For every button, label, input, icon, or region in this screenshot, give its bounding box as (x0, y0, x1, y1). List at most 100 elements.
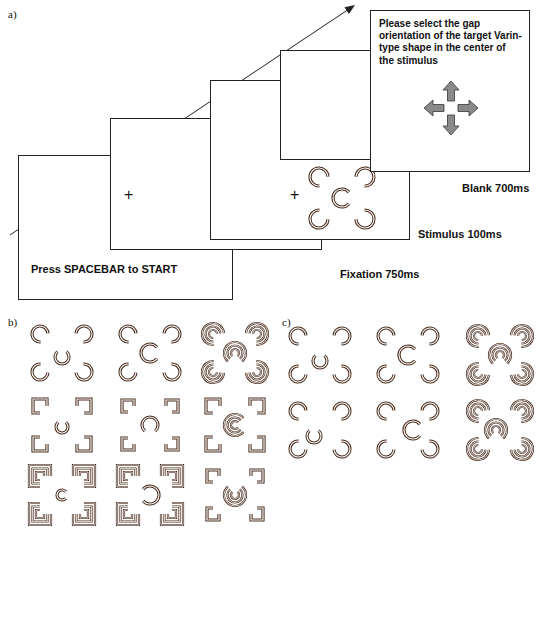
inducer-core (122, 400, 134, 412)
inducer-core (250, 327, 265, 342)
inducer-core (474, 332, 482, 340)
inducer-core (515, 441, 530, 456)
inducer-core (168, 472, 176, 480)
stimulus-grid-c (290, 325, 533, 460)
inducer-outline (36, 510, 44, 518)
inducer-core (141, 344, 157, 362)
inducer-core (165, 507, 180, 522)
inducer-outline (122, 438, 134, 450)
inducer-outline (122, 400, 134, 412)
label-holder: c) (282, 312, 291, 330)
inducer-core (511, 363, 533, 385)
inducer-core (224, 414, 243, 436)
inducer-core (467, 325, 489, 347)
inducer-outline (77, 469, 92, 484)
inducer-outline (228, 346, 243, 359)
panel-label: b) (8, 316, 17, 328)
inducer-core (207, 470, 219, 482)
inducer-core (378, 366, 394, 382)
inducer-outline (77, 507, 92, 522)
inducer-outline (124, 510, 132, 518)
inducer-outline (290, 403, 306, 419)
inducer-core (251, 470, 263, 482)
inducer-core (120, 364, 136, 380)
inducer-core (356, 210, 374, 228)
inducer-outline (207, 508, 219, 520)
inducer-core (290, 366, 306, 382)
inducer-outline (378, 441, 394, 457)
inducer-outline (164, 326, 180, 342)
inducer-outline (511, 438, 533, 460)
inducer-core (488, 423, 503, 436)
inducer-core (228, 489, 243, 502)
inducer-core (518, 332, 526, 340)
inducer-core (333, 189, 349, 207)
inducer-outline (202, 361, 224, 383)
inducer-outline (511, 400, 533, 422)
inducer-core (485, 419, 507, 438)
inducer-outline (228, 489, 243, 502)
inducer-core (399, 346, 415, 364)
inducer-outline (515, 366, 530, 381)
inducer-core (404, 421, 420, 439)
inducer-outline (202, 323, 224, 345)
inducer-outline (80, 510, 88, 518)
inducer-outline (378, 403, 394, 419)
inducer-outline (310, 210, 328, 228)
inducer-outline (334, 403, 350, 419)
inducer-core (246, 323, 268, 345)
inducer-outline (518, 332, 526, 340)
screen-text: Press SPACEBAR to START (31, 263, 177, 275)
inducer-outline (474, 407, 482, 415)
gap-arrow-icon (443, 115, 459, 135)
inducer-outline (250, 364, 265, 379)
inducer-outline (471, 441, 486, 456)
inducer-core (117, 465, 139, 487)
inducer-outline (334, 328, 350, 344)
inducer-outline (467, 363, 489, 385)
inducer-core (251, 508, 263, 520)
inducer-outline (471, 366, 486, 381)
inducer-core (76, 364, 92, 380)
label-holder: a) (8, 4, 17, 22)
inducer-core (422, 403, 438, 419)
inducer-core (80, 472, 88, 480)
inducer-core (29, 465, 51, 487)
inducer-core (307, 431, 321, 443)
inducer-core (250, 364, 265, 379)
inducer-outline (121, 469, 136, 484)
inducer-outline (206, 327, 221, 342)
inducer-outline (166, 438, 178, 450)
inducer-outline (120, 326, 136, 342)
inducer-core (489, 344, 511, 363)
inducer-core (518, 370, 526, 378)
inducer-outline (378, 328, 394, 344)
inducer-outline (161, 503, 183, 525)
inducer-outline (206, 399, 220, 413)
inducer-outline (404, 421, 420, 439)
label-holder: Blank 700ms (462, 178, 529, 196)
inducer-core (518, 445, 526, 453)
inducer-core (164, 364, 180, 380)
inducer-core (73, 465, 95, 487)
inducer-outline (485, 419, 507, 438)
inducer-core (206, 437, 220, 451)
inducer-core (32, 326, 48, 342)
inducer-core (290, 403, 306, 419)
inducer-core (55, 352, 69, 364)
inducer-outline (73, 465, 95, 487)
inducer-outline (117, 503, 139, 525)
inducer-outline (77, 399, 91, 413)
inducer-outline (422, 403, 438, 419)
inducer-core (33, 469, 48, 484)
inducer-core (206, 399, 220, 413)
inducer-outline (29, 465, 51, 487)
inducer-core (77, 437, 91, 451)
inducer-core (73, 503, 95, 525)
inducer-core (143, 486, 159, 504)
inducer-outline (492, 426, 500, 433)
duration-label: Blank 700ms (462, 182, 529, 194)
inducer-outline (290, 366, 306, 382)
inducer-outline (206, 437, 220, 451)
inducer-outline (142, 417, 158, 431)
